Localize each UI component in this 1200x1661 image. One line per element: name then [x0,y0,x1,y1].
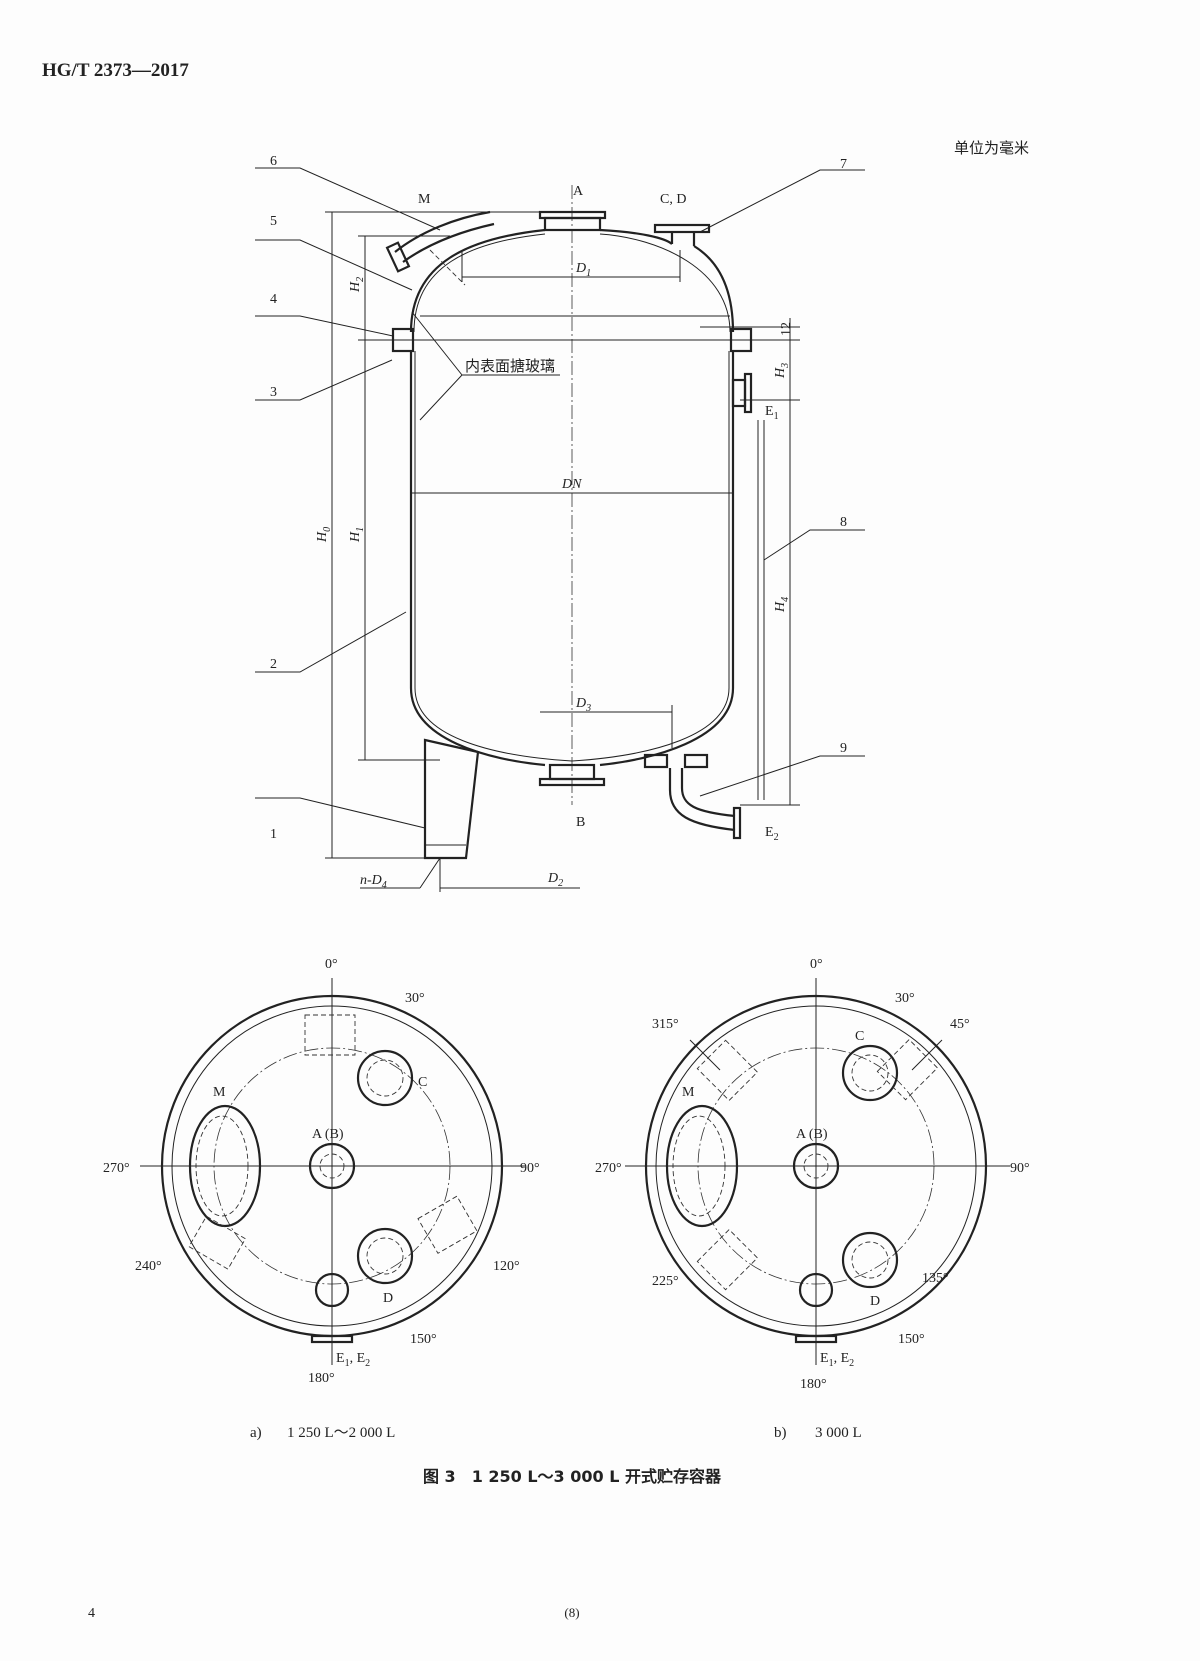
label-m: M [213,1085,226,1100]
angle-270: 270° [595,1161,622,1176]
angle-240: 240° [135,1259,162,1274]
angle-0: 0° [810,957,823,972]
callout-4: 4 [270,292,277,307]
plan-view-b: 0° 30° 45° 315° 90° 270° 225° 135° 150° … [595,957,1030,1392]
nozzle-a [538,210,607,232]
label-b: B [576,815,585,830]
angle-30: 30° [895,991,915,1006]
angle-30: 30° [405,991,425,1006]
label-e1-e2: E1, E2 [820,1351,854,1369]
label-h1: H1 [348,527,366,543]
nozzle-c [841,1044,899,1102]
support-leg [423,738,480,860]
plan-view-a: 0° 30° 90° 270° 240° 120° 150° 180° M C … [103,957,540,1386]
dimensions [325,211,800,892]
label-d: D [383,1291,393,1306]
angle-0: 0° [325,957,338,972]
top-head [409,228,735,333]
label-e1: E1 [765,404,779,422]
label-d1: D1 [575,261,591,279]
callout-1: 1 [270,827,277,842]
angle-270: 270° [103,1161,130,1176]
label-m: M [418,192,431,207]
figure-caption: 图 3 1 250 L～3 000 L 开式贮存容器 [423,1467,722,1486]
nozzle-e [314,1272,350,1308]
callout-3: 3 [270,385,277,400]
subcaption-a-letter: a) [250,1425,262,1441]
sheet-number: (8) [564,1605,579,1620]
angle-150: 150° [410,1332,437,1347]
elevation-labels: M A C, D B D1 D3 D2 n-D4 DN H0 H2 H1 H3 … [315,184,794,891]
angle-315: 315° [652,1017,679,1032]
label-c: C [418,1075,427,1090]
label-n-d4: n-D4 [360,873,387,891]
label-d2: D2 [547,871,563,889]
angle-120: 120° [493,1259,520,1274]
label-h0: H0 [315,527,333,543]
label-glass-lining: 内表面搪玻璃 [465,357,555,375]
angle-90: 90° [1010,1161,1030,1176]
angle-150: 150° [898,1332,925,1347]
nozzle-c [356,1049,414,1107]
angle-135: 135° [922,1271,949,1286]
callout-6: 6 [270,154,277,169]
page-number: 4 [88,1606,95,1621]
label-dn: DN [561,477,582,492]
manway-m [665,1104,739,1228]
unit-note: 单位为毫米 [954,139,1029,157]
label-d3: D3 [575,696,591,714]
label-h3: H3 [773,363,791,379]
nozzle-b [538,763,606,787]
angle-90: 90° [520,1161,540,1176]
nozzle-e1 [731,378,747,408]
callout-9: 9 [840,741,847,756]
label-c: C [855,1029,864,1044]
callout-leaders [255,167,865,889]
subcaption-a: 1 250 L～2 000 L [287,1425,395,1441]
label-e1-e2: E1, E2 [336,1351,370,1369]
nozzle-ab [792,1142,840,1190]
label-12: 12 [779,322,794,336]
callout-8: 8 [840,515,847,530]
label-ab: A (B) [312,1127,344,1142]
manway-m [385,210,495,286]
label-h2: H2 [348,277,366,293]
nozzle-e [798,1272,834,1308]
label-e2: E2 [765,825,779,843]
nozzle-cd [653,223,711,246]
subcaption-b: 3 000 L [815,1425,862,1441]
outlet-pipe [668,768,736,832]
callout-7: 7 [840,157,847,172]
subcaption-b-letter: b) [774,1425,787,1441]
label-d: D [870,1294,880,1309]
manway-m [188,1104,262,1228]
callout-5: 5 [270,214,277,229]
label-m: M [682,1085,695,1100]
bottom-head [409,687,735,767]
angle-180: 180° [800,1377,827,1392]
angle-225: 225° [652,1274,679,1289]
label-a: A [573,184,584,199]
nozzle-dashed-top [304,1014,356,1056]
label-h4: H4 [773,597,791,613]
angle-45: 45° [950,1017,970,1032]
label-ab: A (B) [796,1127,828,1142]
vessel-elevation: 1 2 3 4 5 6 7 8 9 M A C, D B D1 D3 D2 n-… [255,154,865,892]
nozzle-ab [308,1142,356,1190]
nozzle-d [356,1227,414,1285]
callout-2: 2 [270,657,277,672]
label-cd: C, D [660,192,686,207]
nozzle-d [841,1231,899,1289]
standard-number: HG/T 2373—2017 [42,60,189,81]
callout-numbers: 1 2 3 4 5 6 7 8 9 [270,154,847,842]
angle-180: 180° [308,1371,335,1386]
